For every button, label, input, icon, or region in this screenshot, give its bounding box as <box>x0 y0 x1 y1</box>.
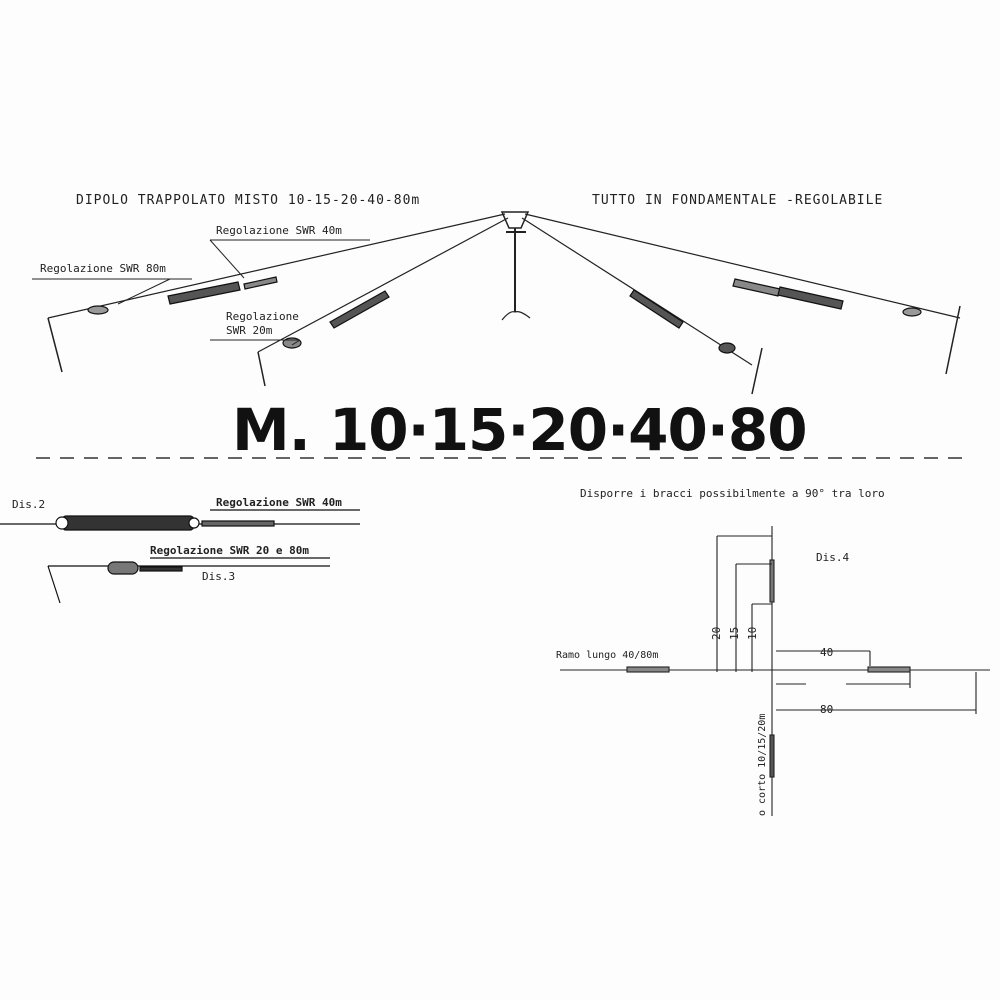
label-swr-20-line2: SWR 20m <box>226 324 273 337</box>
label-swr-40: Regolazione SWR 40m <box>216 224 342 237</box>
model-name: M. 10·15·20·40·80 <box>232 396 808 464</box>
layout-note: Disporre i bracci possibilmente a 90° tr… <box>580 487 885 500</box>
dim-15: 15 <box>728 626 741 640</box>
label-swr-80: Regolazione SWR 80m <box>40 262 166 275</box>
title-left: DIPOLO TRAPPOLATO MISTO 10-15-20-40-80m <box>76 193 421 208</box>
stake-left-outer <box>47 317 63 373</box>
trap-right-inner <box>629 289 684 329</box>
trap-left-inner-40 <box>329 290 390 329</box>
wire-left-inner <box>257 217 509 353</box>
dim-20: 20 <box>710 626 723 640</box>
title-right: TUTTO IN FONDAMENTALE -REGOLABILE <box>592 193 884 208</box>
dim-80: 80 <box>820 703 834 716</box>
feedpoint-balun <box>500 211 530 229</box>
stake-left-inner <box>257 351 266 387</box>
wire-right-outer <box>524 213 961 319</box>
insulator-left-outer <box>87 305 109 315</box>
short-branch-label: o corto 10/15/20m <box>757 713 768 816</box>
label-swr-20-line1: Regolazione <box>226 310 299 323</box>
trap-left-outer-80 <box>167 281 241 305</box>
stake-right-outer <box>945 305 961 375</box>
long-branch-label: Ramo lungo 40/80m <box>556 650 659 661</box>
dis2-trap <box>61 515 195 531</box>
dim-10: 10 <box>746 626 759 640</box>
dis3-insulator <box>107 561 139 575</box>
dis4-label: Dis.4 <box>816 551 850 564</box>
dis3-label: Dis.3 <box>202 570 236 583</box>
stake-right-inner <box>751 347 763 395</box>
dim-40: 40 <box>820 646 834 659</box>
dis2-swr-label: Regolazione SWR 40m <box>216 496 342 509</box>
dis3-swr-label: Regolazione SWR 20 e 80m <box>150 544 309 557</box>
dis2-label: Dis.2 <box>12 498 46 511</box>
trap-right-outer <box>777 286 844 310</box>
